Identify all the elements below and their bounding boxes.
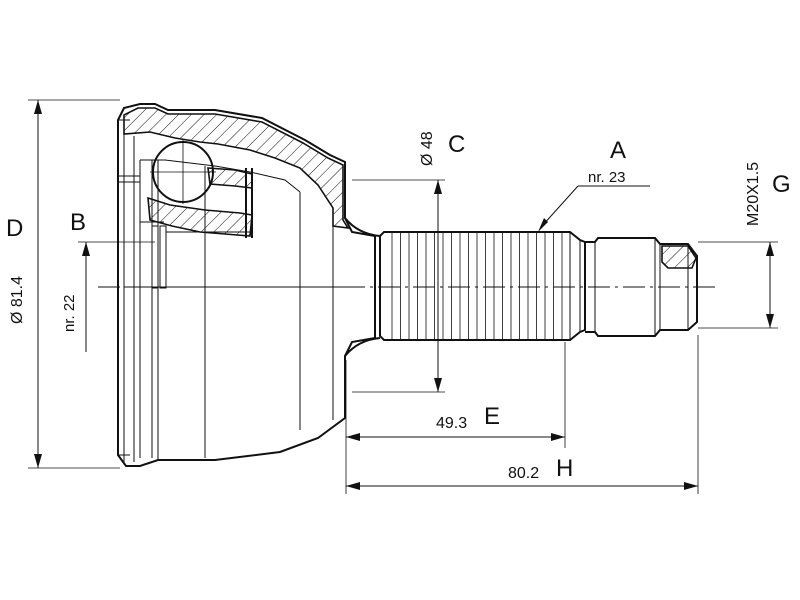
total-length-text: 80.2	[508, 465, 539, 482]
labels: D Ø 81.4 B nr. 22 Ø 48 C A nr. 23 M20X1.…	[6, 131, 791, 482]
label-E: E	[484, 403, 500, 430]
housing	[117, 103, 376, 467]
label-G: G	[772, 171, 791, 198]
outer-diameter-text: Ø 81.4	[9, 276, 26, 324]
label-B: B	[70, 209, 86, 236]
shaft	[344, 217, 698, 357]
label-D: D	[6, 215, 23, 242]
spline-inner-text: nr. 22	[61, 294, 78, 332]
spline-outer-text: nr. 23	[588, 169, 626, 186]
shaft-diameter-text: Ø 48	[419, 131, 436, 166]
label-H: H	[556, 455, 573, 482]
shaft-length-text: 49.3	[436, 415, 467, 432]
label-C: C	[448, 131, 465, 158]
label-A: A	[610, 137, 626, 164]
spline-teeth	[391, 232, 563, 340]
dimensions	[28, 99, 778, 494]
thread-text: M20X1.5	[745, 162, 762, 226]
